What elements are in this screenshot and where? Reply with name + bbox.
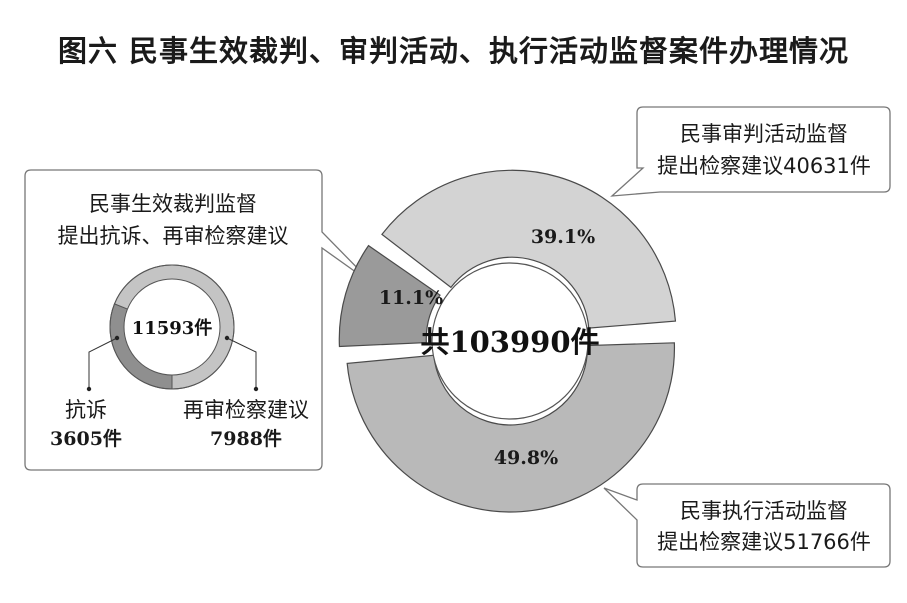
- small-donut-hole: [123, 278, 221, 376]
- leader-zaishen-dot-end: [253, 386, 259, 392]
- leader-kangsu-dot-start: [114, 335, 120, 341]
- leader-kangsu-dot-end: [86, 386, 92, 392]
- big-donut-hole: [431, 262, 589, 420]
- callout-zhixing-line2: 提出检察建议51766件: [657, 530, 871, 554]
- leader-zaishen-dot-start: [224, 335, 230, 341]
- slice-caipan: [338, 244, 441, 348]
- callout-box-zhixing: [603, 483, 891, 568]
- big-donut-total: 共103990件: [420, 325, 599, 359]
- figure-title: 图六 民事生效裁判、审判活动、执行活动监督案件办理情况: [57, 34, 850, 68]
- slice-zhixing: [346, 342, 675, 513]
- callout-box-shenpan: [610, 106, 891, 197]
- legend-zaishen-value: 7988件: [210, 427, 282, 450]
- legend-zaishen-name: 再审检察建议: [183, 398, 309, 422]
- pct-label-shenpan: 39.1%: [531, 226, 595, 248]
- callout-caipan-line2: 提出抗诉、再审检察建议: [58, 224, 289, 248]
- small-donut-outline: [109, 264, 235, 390]
- legend-kangsu-value: 3605件: [50, 427, 122, 450]
- pct-label-caipan: 11.1%: [379, 287, 443, 309]
- callout-zhixing-line1: 民事执行活动监督: [680, 499, 848, 523]
- callout-shenpan-line1: 民事审判活动监督: [680, 122, 848, 146]
- big-donut: [338, 169, 677, 513]
- small-donut-total: 11593件: [132, 317, 213, 339]
- legend-kangsu-name: 抗诉: [65, 398, 107, 422]
- leader-zaishen: [226, 337, 257, 389]
- leader-kangsu: [88, 337, 118, 389]
- slice-shenpan: [381, 169, 677, 329]
- pct-label-zhixing: 49.8%: [494, 447, 558, 469]
- callout-shenpan-line2: 提出检察建议40631件: [657, 154, 871, 178]
- callout-caipan-line1: 民事生效裁判监督: [89, 192, 257, 216]
